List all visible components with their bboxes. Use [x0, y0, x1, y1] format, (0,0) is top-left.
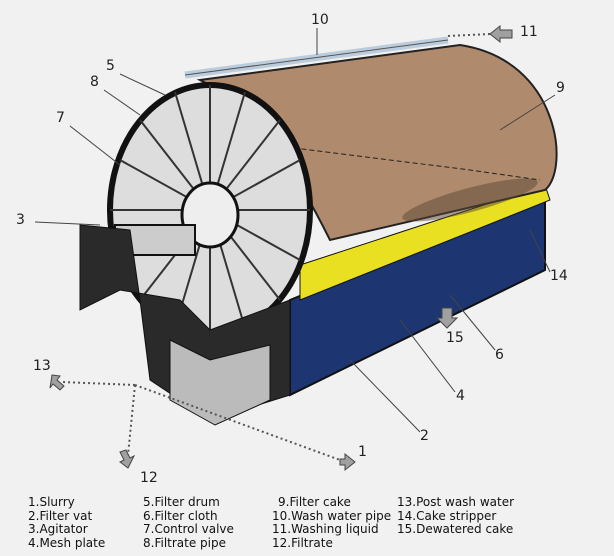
callout-8: 8	[90, 74, 99, 90]
filtrate-arrow	[119, 449, 136, 469]
legend-item: 9.Filter cake	[278, 495, 351, 509]
legend-item: 11.Washing liquid	[272, 522, 379, 536]
legend-item: 6.Filter cloth	[143, 508, 218, 523]
callout-11: 11	[520, 24, 538, 40]
callout-5: 5	[106, 58, 115, 74]
callout-2: 2	[420, 428, 429, 444]
callout-4: 4	[456, 388, 465, 404]
legend-item: 14.Cake stripper	[397, 508, 497, 523]
legend-column-1: 1.Slurry 2.Filter vat 3.Agitator 4.Mesh …	[28, 495, 106, 550]
slurry-arrow	[339, 452, 356, 472]
legend-item: 2.Filter vat	[28, 508, 93, 523]
legend-column-4: 13.Post wash water 14.Cake stripper 15.D…	[397, 495, 515, 537]
post-wash-arrow	[49, 374, 65, 391]
callout-3: 3	[16, 212, 25, 228]
washing-liquid-arrow	[489, 24, 513, 44]
callout-15: 15	[446, 330, 464, 346]
callout-14: 14	[550, 268, 568, 284]
callout-7: 7	[56, 110, 65, 126]
callout-10: 10	[311, 12, 329, 28]
callout-1: 1	[358, 444, 367, 460]
legend-item: 12.Filtrate	[272, 535, 333, 550]
legend-item: 10.Wash water pipe	[272, 508, 392, 523]
dewatered-cake-arrow	[435, 307, 459, 329]
callout-13: 13	[33, 358, 51, 374]
legend-item: 8.Filtrate pipe	[143, 535, 226, 550]
legend-item: 4.Mesh plate	[28, 535, 106, 550]
callout-9: 9	[556, 80, 565, 96]
callout-6: 6	[495, 347, 504, 363]
legend-item: 1.Slurry	[28, 495, 75, 509]
callout-12: 12	[140, 470, 158, 486]
legend-column-3: 9.Filter cake 10.Wash water pipe 11.Wash…	[272, 495, 392, 550]
legend-item: 15.Dewatered cake	[397, 522, 514, 536]
legend-item: 13.Post wash water	[397, 495, 515, 509]
legend-item: 7.Control valve	[143, 522, 234, 536]
legend-item: 3.Agitator	[28, 522, 88, 536]
legend-column-2: 5.Filter drum 6.Filter cloth 7.Control v…	[143, 495, 234, 550]
legend-item: 5.Filter drum	[143, 495, 220, 509]
